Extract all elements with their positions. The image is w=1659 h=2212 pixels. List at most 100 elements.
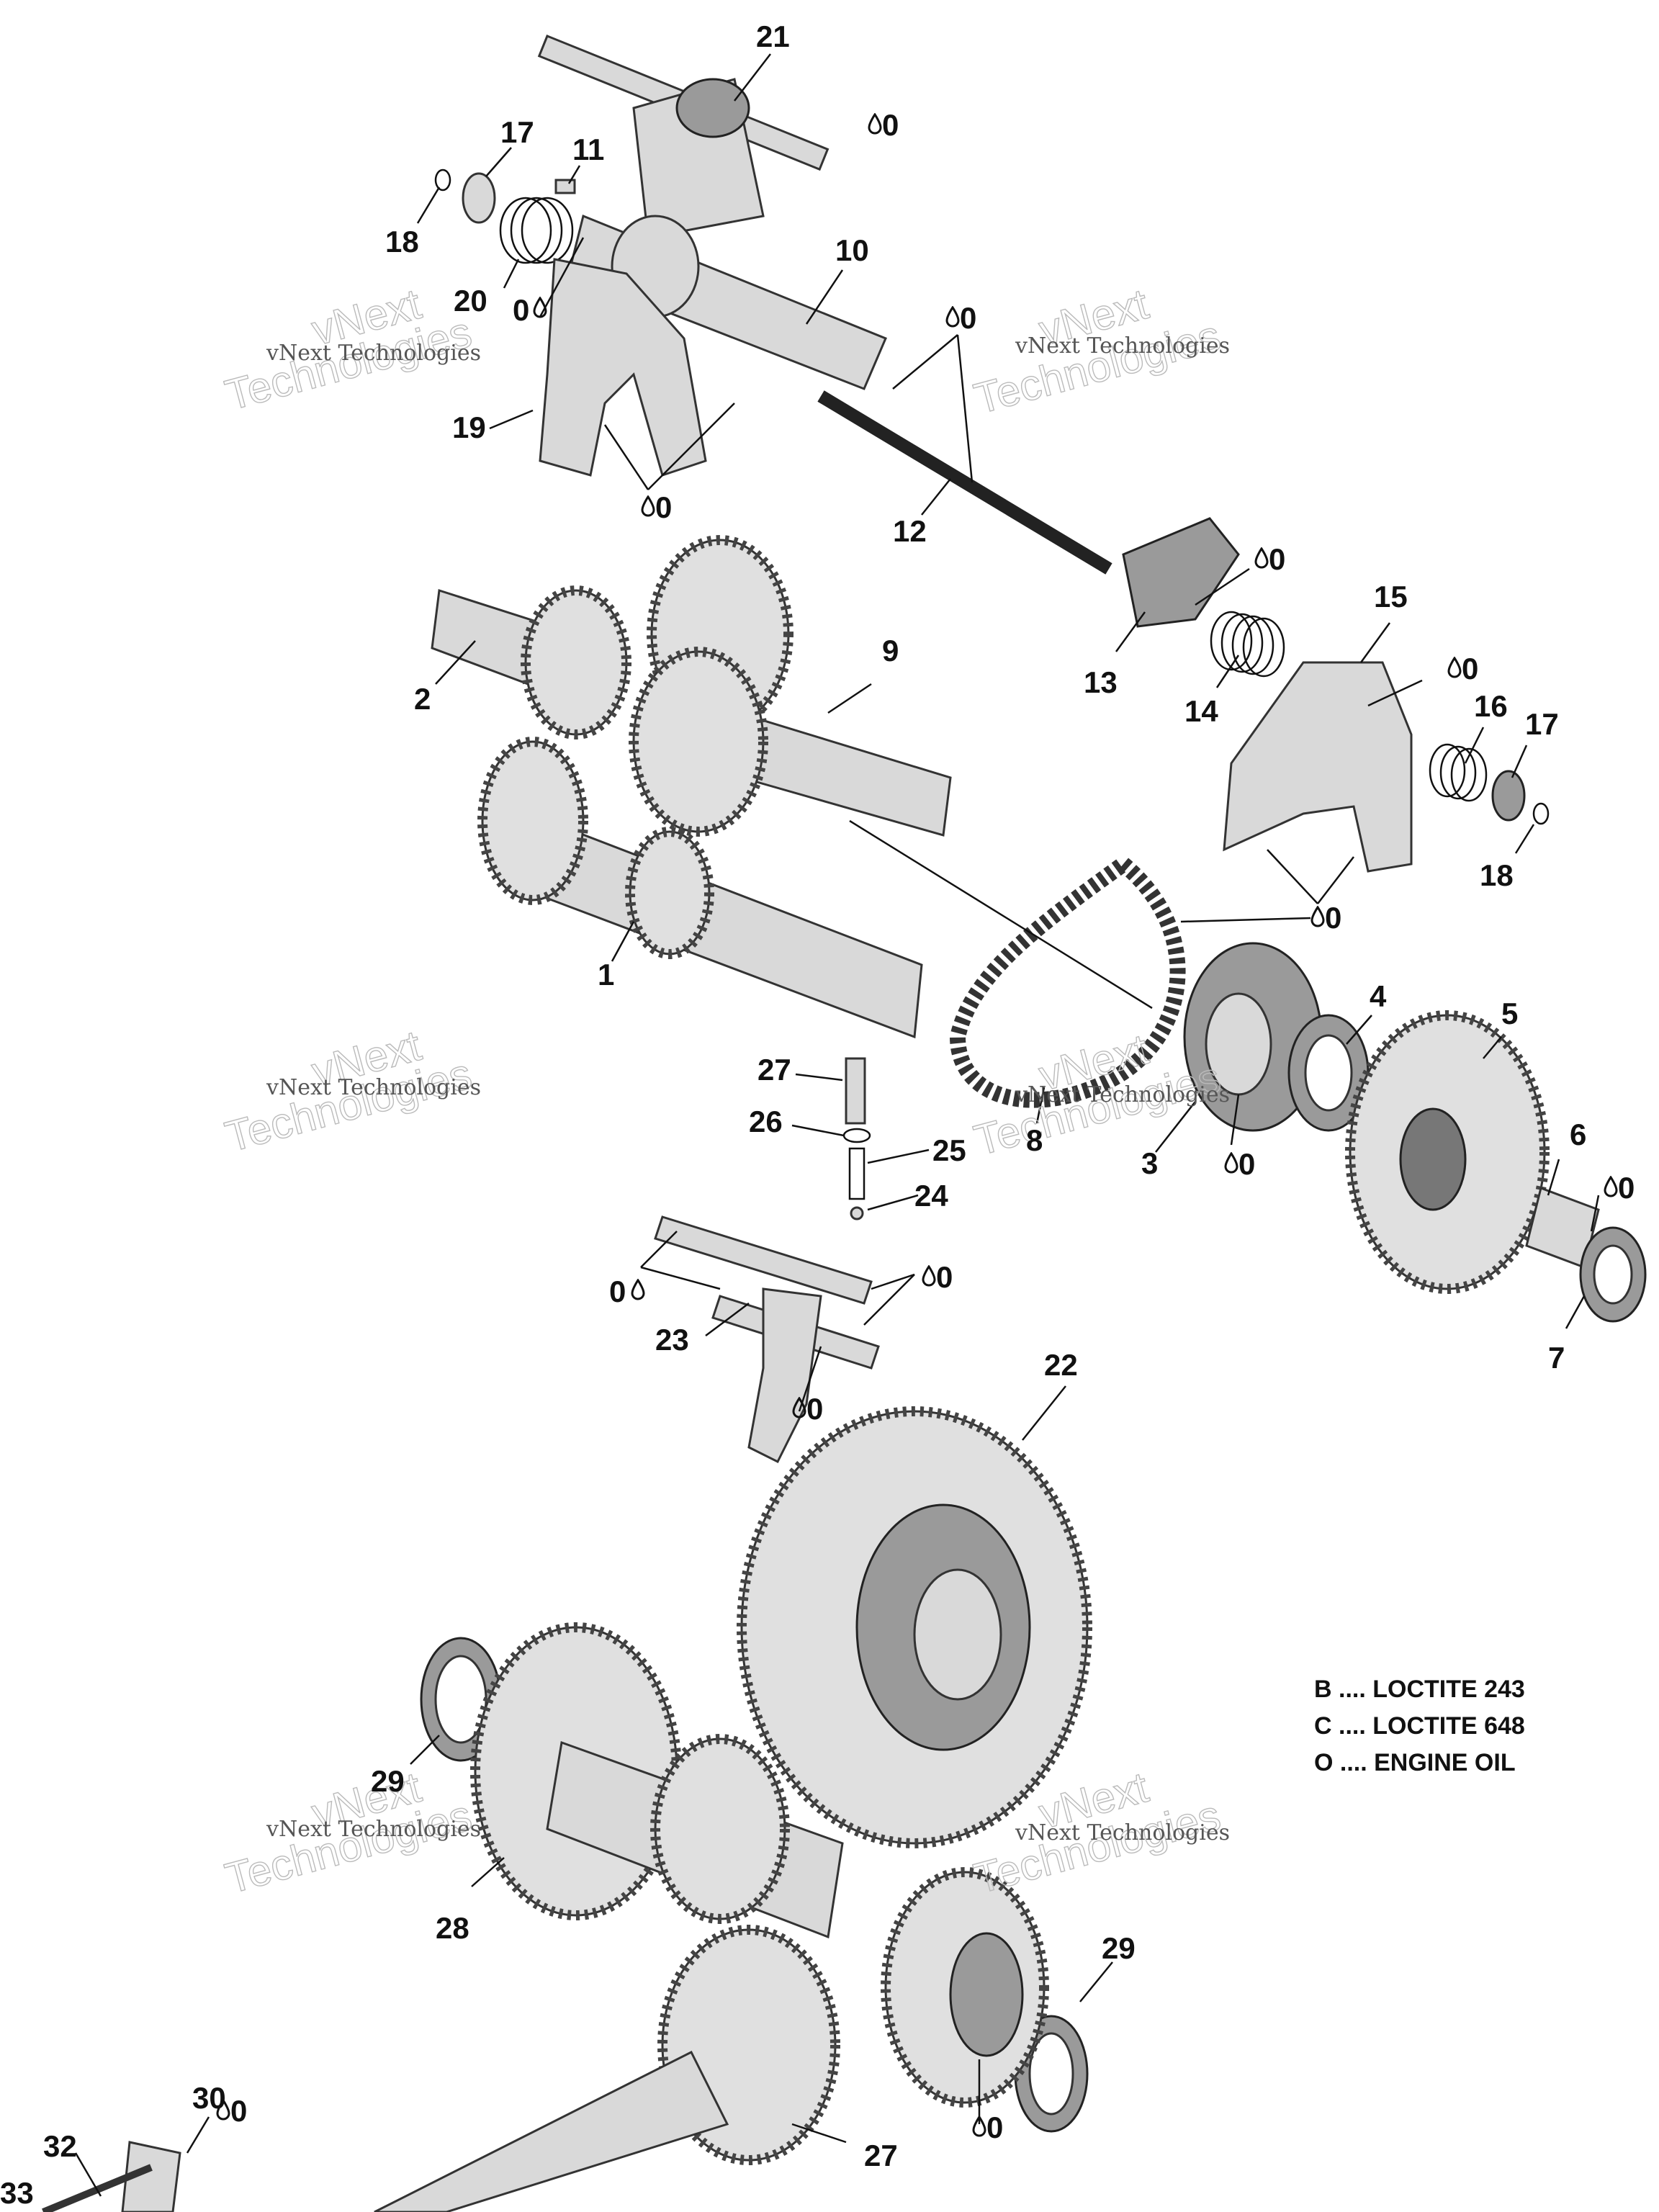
callout-9: 9 bbox=[882, 634, 899, 667]
callout-5: 5 bbox=[1501, 997, 1518, 1030]
callout-30: 29 bbox=[1102, 1931, 1136, 1965]
part-29-output-shaft bbox=[374, 1867, 1049, 2212]
svg-text:vNext Technologies: vNext Technologies bbox=[1015, 1082, 1230, 1107]
oil-mark: 0 bbox=[513, 293, 547, 327]
oil-mark: 0 bbox=[1254, 542, 1285, 576]
oil-mark: 0 bbox=[945, 301, 976, 335]
part-13-lever bbox=[1122, 517, 1240, 628]
part-21-shift-shaft bbox=[537, 35, 830, 239]
svg-text:0: 0 bbox=[513, 293, 529, 327]
svg-text:0: 0 bbox=[1325, 901, 1341, 935]
callout-29: 27 bbox=[864, 2139, 898, 2172]
part-3-sprocket bbox=[1183, 942, 1323, 1132]
oil-mark: 0 bbox=[1447, 652, 1478, 685]
part-8-chain bbox=[949, 854, 1186, 1108]
callout-3: 3 bbox=[1141, 1146, 1158, 1180]
callout-21: 21 bbox=[756, 19, 790, 53]
part-24-ball bbox=[850, 1206, 864, 1220]
oil-drop-icon bbox=[1310, 906, 1325, 927]
part-19-shift-fork bbox=[539, 258, 707, 477]
oil-marks: 0 0 0 0 0 0 0 0 0 0 0 0 0 0 bbox=[216, 108, 1635, 2144]
part-27-bolt bbox=[845, 1057, 866, 1125]
watermark-5: Technologies vNext vNext Technologies bbox=[220, 1762, 481, 1903]
part-15-shift-fork bbox=[1223, 661, 1413, 873]
oil-drop-icon bbox=[868, 113, 882, 135]
part-17-washer bbox=[1491, 770, 1526, 822]
part-11-pin bbox=[554, 179, 576, 194]
callout-17: 17 bbox=[500, 115, 534, 149]
part-23-fork-assembly bbox=[654, 1215, 880, 1464]
callout-12: 12 bbox=[893, 514, 927, 548]
legend: B .... LOCTITE 243 C .... LOCTITE 648 O … bbox=[1314, 1676, 1525, 1776]
callout-24: 24 bbox=[914, 1179, 948, 1213]
svg-text:0: 0 bbox=[655, 490, 672, 524]
part-9-shaft bbox=[629, 647, 952, 837]
svg-text:vNext Technologies: vNext Technologies bbox=[1015, 333, 1230, 359]
legend-loctite-648: C .... LOCTITE 648 bbox=[1314, 1712, 1525, 1740]
callout-32: 30 bbox=[192, 2081, 226, 2115]
callout-11: 11 bbox=[572, 132, 604, 166]
part-32-fork bbox=[121, 2141, 181, 2212]
svg-text:0: 0 bbox=[230, 2094, 247, 2128]
callout-7: 7 bbox=[1548, 1341, 1565, 1375]
callout-18: 18 bbox=[1480, 858, 1514, 892]
oil-drop-icon bbox=[922, 1265, 936, 1287]
oil-mark: 0 bbox=[1310, 901, 1341, 935]
svg-text:0: 0 bbox=[986, 2110, 1003, 2144]
part-2-shaft bbox=[431, 535, 793, 739]
callout-14: 14 bbox=[1184, 694, 1218, 728]
svg-text:0: 0 bbox=[806, 1392, 823, 1426]
svg-text:0: 0 bbox=[936, 1260, 953, 1294]
oil-mark: 0 bbox=[972, 2110, 1003, 2144]
part-1-shaft bbox=[477, 737, 923, 1039]
oil-mark: 0 bbox=[609, 1274, 645, 1308]
part-14-spring bbox=[1210, 611, 1285, 678]
callout-30: 29 bbox=[371, 1764, 405, 1798]
legend-loctite-243: B .... LOCTITE 243 bbox=[1314, 1676, 1525, 1703]
part-30-seal bbox=[420, 1637, 502, 1762]
oil-drop-icon bbox=[1604, 1176, 1618, 1197]
callout-13: 13 bbox=[1084, 665, 1118, 699]
part-18-circlip bbox=[434, 168, 451, 192]
svg-text:vNext Technologies: vNext Technologies bbox=[266, 1817, 481, 1842]
svg-text:vNext Technologies: vNext Technologies bbox=[266, 341, 481, 366]
part-25-spring bbox=[848, 1147, 866, 1200]
oil-drop-icon bbox=[1447, 657, 1462, 678]
svg-text:0: 0 bbox=[882, 108, 899, 142]
watermark-3: Technologies vNext vNext Technologies bbox=[220, 1020, 481, 1161]
part-16-spring bbox=[1429, 743, 1488, 802]
oil-drop-icon bbox=[945, 306, 960, 328]
part-18-circlip bbox=[1532, 802, 1550, 825]
oil-mark: 0 bbox=[1604, 1171, 1635, 1205]
part-7-washer bbox=[1579, 1226, 1647, 1323]
callout-23: 23 bbox=[655, 1323, 689, 1357]
oil-mark: 0 bbox=[868, 108, 899, 142]
callout-15: 15 bbox=[1374, 580, 1408, 613]
part-12-shift-rod bbox=[817, 390, 1112, 575]
oil-mark: 0 bbox=[216, 2094, 247, 2128]
oil-drop-icon bbox=[631, 1279, 645, 1300]
oil-mark: 0 bbox=[641, 490, 672, 524]
svg-text:vNext Technologies: vNext Technologies bbox=[266, 1075, 481, 1100]
svg-text:0: 0 bbox=[1238, 1147, 1255, 1181]
callout-25: 25 bbox=[932, 1133, 966, 1167]
callout-20: 20 bbox=[454, 284, 487, 318]
part-5-gear bbox=[1345, 1010, 1550, 1294]
oil-drop-icon bbox=[1254, 547, 1269, 569]
callout-10: 10 bbox=[835, 233, 869, 267]
part-26-washer bbox=[842, 1128, 871, 1143]
legend-engine-oil: O .... ENGINE OIL bbox=[1314, 1749, 1516, 1776]
svg-text:0: 0 bbox=[1462, 652, 1478, 685]
leader-lines bbox=[74, 53, 1600, 2197]
callout-1: 1 bbox=[598, 958, 614, 992]
callout-28: 28 bbox=[436, 1911, 469, 1945]
callout-18: 18 bbox=[385, 225, 419, 258]
callout-26: 26 bbox=[749, 1105, 783, 1138]
part-22-ring-gear bbox=[737, 1406, 1092, 1848]
svg-text:0: 0 bbox=[609, 1274, 626, 1308]
callout-19: 19 bbox=[452, 410, 486, 444]
svg-text:0: 0 bbox=[1618, 1171, 1635, 1205]
callout-16: 16 bbox=[1474, 689, 1508, 723]
oil-mark: 0 bbox=[922, 1260, 953, 1294]
callout-33: 32 bbox=[43, 2129, 77, 2163]
